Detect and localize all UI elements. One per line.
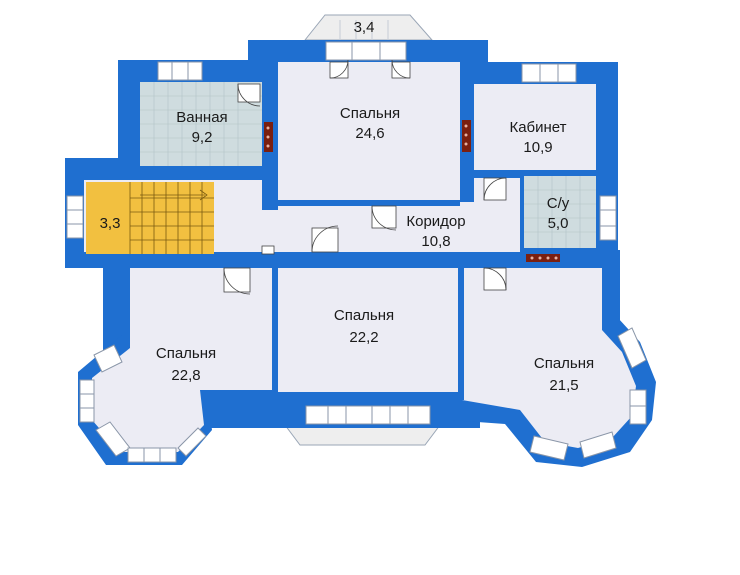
balcony-top-area: 3,4	[354, 19, 375, 36]
windows	[66, 41, 647, 463]
bedroom-right-area: 21,5	[549, 377, 578, 394]
bath-name: Ванная	[176, 109, 227, 126]
bedroom-top-area: 24,6	[355, 125, 384, 142]
bedroom-left-name: Спальня	[156, 345, 216, 362]
corridor-area: 10,8	[421, 233, 450, 250]
balcony-top-grid	[339, 20, 389, 40]
room-bedroom-left	[92, 268, 272, 452]
bath-area: 9,2	[192, 129, 213, 146]
room-wc	[524, 176, 596, 248]
bedroom-top-name: Спальня	[340, 105, 400, 122]
stairs-area: 3,3	[100, 215, 121, 232]
room-bedroom-mid	[278, 268, 458, 392]
doors	[223, 59, 507, 295]
office-name: Кабинет	[509, 119, 566, 136]
office-area: 10,9	[523, 139, 552, 156]
room-bedroom-right	[462, 268, 636, 448]
wc-name: С/у	[547, 195, 570, 212]
room-office	[474, 84, 596, 170]
room-labels: 3,4 Ванная 9,2 Спальня 24,6 Кабинет 10,9…	[100, 19, 595, 394]
bedroom-mid-name: Спальня	[334, 307, 394, 324]
tile-grid	[140, 82, 596, 248]
wc-area: 5,0	[548, 215, 569, 232]
stairs	[86, 182, 214, 254]
room-bedroom-top	[278, 62, 460, 201]
corridor-name: Коридор	[406, 213, 465, 230]
bedroom-left-area: 22,8	[171, 367, 200, 384]
bedroom-mid-area: 22,2	[349, 329, 378, 346]
bedroom-right-name: Спальня	[534, 355, 594, 372]
